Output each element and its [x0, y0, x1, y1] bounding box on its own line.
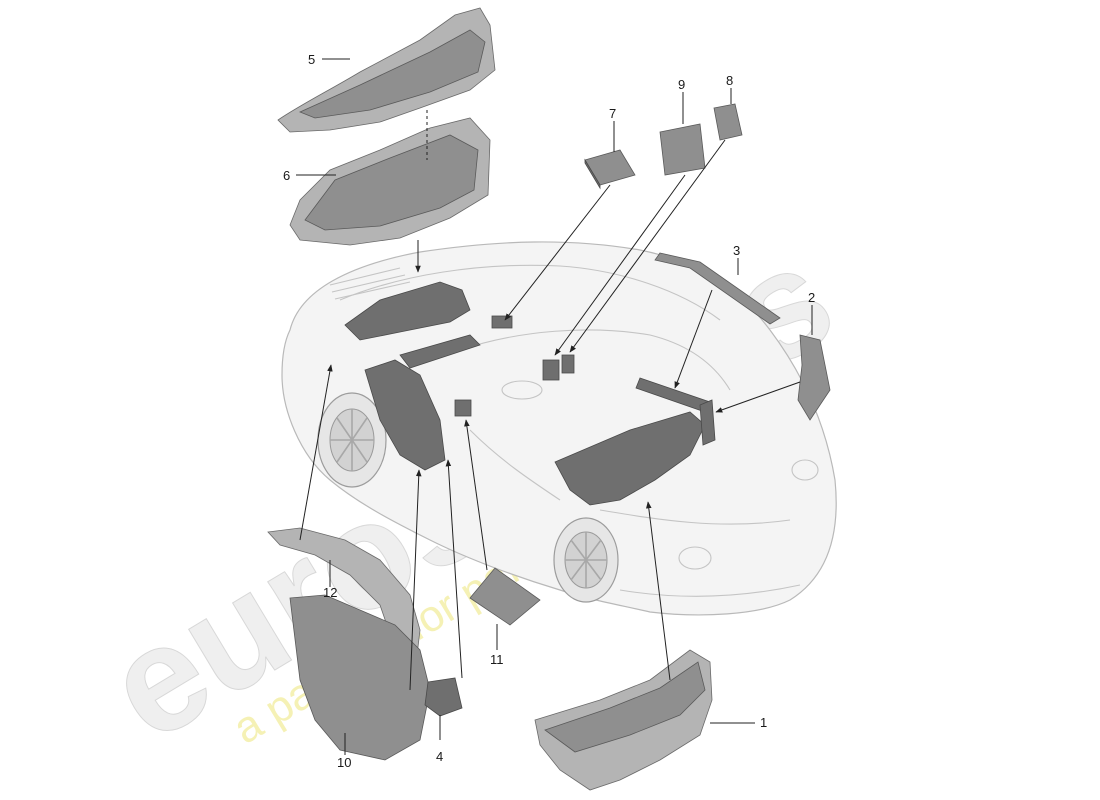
callout-1: 1	[760, 715, 767, 730]
callout-10: 10	[337, 755, 351, 770]
installed-pad-8	[561, 354, 575, 374]
part-9	[659, 123, 706, 176]
installed-rear-wheelhouse	[364, 359, 446, 471]
car-outline	[281, 241, 837, 616]
car-door-line	[469, 429, 561, 501]
rear-wheel	[317, 392, 387, 488]
callout-6: 6	[283, 168, 290, 183]
headlight-right	[791, 459, 819, 481]
callout-4: 4	[436, 749, 443, 764]
part-5-top	[298, 29, 486, 119]
part-3-shape	[654, 252, 781, 325]
part-4-shape	[424, 677, 463, 717]
callout-9: 9	[678, 77, 685, 92]
part-7-shape	[584, 149, 636, 186]
part-4	[424, 677, 463, 717]
part-8	[713, 103, 743, 141]
part-7	[584, 149, 636, 190]
part-2	[797, 334, 831, 421]
part-8-shape	[713, 103, 743, 141]
callout-3: 3	[733, 243, 740, 258]
part-11	[469, 567, 541, 626]
callout-2: 2	[808, 290, 815, 305]
engine-lid-vents	[329, 267, 411, 300]
headlight-left	[678, 546, 712, 570]
front-wheel	[553, 517, 619, 603]
callout-11: 11	[490, 652, 504, 667]
car-roof-line	[339, 264, 721, 321]
part-1	[534, 649, 713, 791]
part-6	[289, 117, 491, 246]
car-windshield	[459, 329, 731, 391]
car-body	[281, 241, 837, 616]
part-10-shape	[289, 594, 431, 761]
callout-8: 8	[726, 73, 733, 88]
side-mirror	[501, 380, 543, 400]
installed-pad-9	[542, 359, 560, 381]
callout-7: 7	[609, 106, 616, 121]
installed-pad-11	[454, 399, 472, 417]
part-10	[289, 594, 431, 761]
part-6-top	[304, 134, 479, 231]
car-hood-line	[599, 509, 791, 525]
installed-pad-7	[491, 315, 513, 329]
part-2-shape	[797, 334, 831, 421]
installed-rear-insulation	[344, 281, 471, 341]
installed-parts	[344, 281, 716, 506]
car-bumper-line	[619, 584, 801, 597]
callout-labels: 1 2 3 4 5 6 7 8 9 10 11 12	[283, 52, 815, 770]
part-5	[277, 7, 496, 133]
callout-5: 5	[308, 52, 315, 67]
leader-lines	[296, 58, 813, 755]
installed-front-bulkhead	[554, 411, 706, 506]
part-9-shape	[659, 123, 706, 176]
part-11-shape	[469, 567, 541, 626]
installed-tunnel-pads	[399, 334, 481, 369]
installed-panel-2	[699, 399, 716, 446]
callout-12: 12	[323, 585, 337, 600]
part-3	[654, 252, 781, 325]
